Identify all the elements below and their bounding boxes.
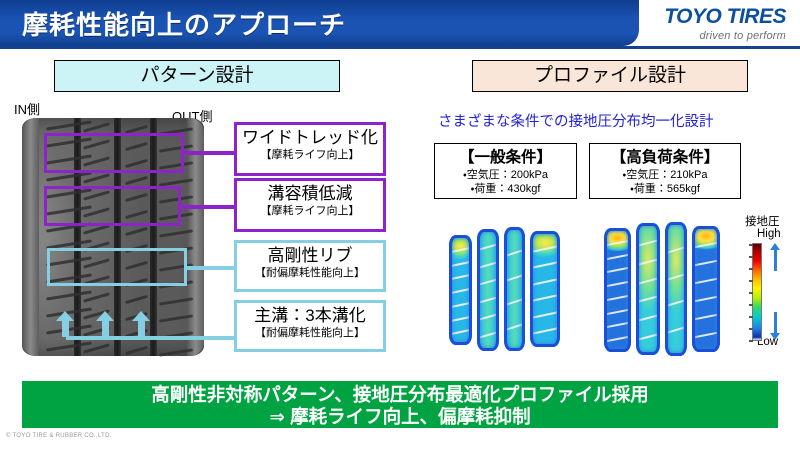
pressure-colorbar — [752, 243, 762, 341]
profile-lead-text: さまざまな条件での接地圧分布均一化設計 — [438, 114, 714, 130]
connector-rigid-rib — [185, 266, 236, 270]
condition-box-highload: 【高負荷条件】 ・空気圧：210kPa ・荷重：565kgf — [589, 143, 741, 199]
legend-arrow-down — [770, 312, 781, 340]
highlight-rigid-rib — [47, 248, 187, 286]
condition-highload-load: ・荷重：565kgf — [630, 183, 700, 195]
callout-rigid-rib[interactable]: 高剛性リブ 【耐偏摩耗性能向上】 — [234, 240, 386, 292]
callout-wide-tread[interactable]: ワイドトレッド化 【摩耗ライフ向上】 — [234, 122, 386, 176]
callout-rigid-rib-title: 高剛性リブ — [267, 246, 353, 265]
toyo-tires-logo: TOYO TIRES driven to perform — [606, 6, 786, 42]
main-groove-2 — [114, 118, 121, 356]
callout-groove-volume[interactable]: 溝容積低減 【摩耗ライフ向上】 — [234, 178, 386, 232]
callout-rigid-rib-sub: 【耐偏摩耗性能向上】 — [255, 267, 365, 279]
title-underline — [0, 46, 800, 49]
copyright-text: © TOYO TIRE & RUBBER CO.,LTD. — [6, 433, 112, 439]
brand-name: TOYO TIRES — [664, 5, 786, 28]
callout-wide-tread-sub: 【摩耗ライフ向上】 — [260, 149, 360, 161]
profile-design-header: プロファイル設計 — [472, 60, 748, 92]
groove-arrow-2 — [96, 311, 114, 337]
condition-highload-title: 【高負荷条件】 — [610, 149, 720, 166]
page-title: 摩耗性能向上のアプローチ — [22, 10, 347, 40]
pressure-rib — [477, 229, 499, 351]
title-bar — [0, 0, 639, 46]
in-side-label: IN側 — [14, 102, 41, 117]
condition-normal-pressure: ・空気圧：200kPa — [462, 169, 549, 181]
callout-groove-volume-sub: 【摩耗ライフ向上】 — [260, 205, 360, 217]
connector-main-groove — [66, 336, 236, 340]
main-groove-1 — [74, 118, 81, 356]
highlight-groove-volume — [44, 186, 181, 226]
summary-line-1: 高剛性非対称パターン、接地圧分布最適化プロファイル採用 — [151, 384, 649, 405]
main-groove-3 — [150, 118, 157, 356]
connector-wide-tread — [182, 151, 236, 155]
legend-title: 接地圧 — [745, 216, 780, 228]
contact-patch-highload — [602, 222, 720, 356]
condition-highload-pressure: ・空気圧：210kPa — [622, 169, 708, 181]
pressure-rib — [504, 227, 525, 351]
pressure-rib — [604, 228, 631, 352]
groove-arrow-3 — [132, 311, 150, 337]
callout-wide-tread-title: ワイドトレッド化 — [242, 128, 378, 147]
pressure-rib — [692, 226, 720, 352]
condition-normal-load: ・荷重：430kgf — [470, 183, 541, 195]
connector-groove-volume — [179, 205, 236, 209]
pressure-rib — [530, 231, 560, 347]
groove-arrow-1 — [56, 311, 74, 337]
summary-line-2: ⇒ 摩耗ライフ向上、偏摩耗抑制 — [269, 406, 531, 427]
pressure-rib — [636, 223, 660, 355]
tire-shoulder-in — [22, 118, 39, 356]
legend-arrow-up — [770, 243, 781, 271]
brand-tagline: driven to perform — [699, 30, 786, 42]
condition-box-normal: 【一般条件】 ・空気圧：200kPa ・荷重：430kgf — [434, 143, 577, 199]
callout-main-groove-sub: 【耐偏摩耗性能向上】 — [255, 327, 365, 339]
tire-shoulder-out — [187, 118, 204, 356]
contact-patch-normal — [447, 225, 565, 353]
callout-main-groove[interactable]: 主溝：3本溝化 【耐偏摩耗性能向上】 — [234, 300, 386, 352]
pattern-design-header: パターン設計 — [54, 60, 340, 92]
pressure-rib — [665, 222, 687, 356]
highlight-wide-tread — [44, 133, 184, 173]
pressure-rib — [449, 235, 472, 345]
condition-normal-title: 【一般条件】 — [458, 149, 552, 166]
callout-groove-volume-title: 溝容積低減 — [267, 184, 353, 203]
legend-high-label: High — [757, 228, 781, 240]
summary-banner: 高剛性非対称パターン、接地圧分布最適化プロファイル採用 ⇒ 摩耗ライフ向上、偏摩… — [22, 381, 778, 428]
callout-main-groove-title: 主溝：3本溝化 — [254, 306, 366, 325]
